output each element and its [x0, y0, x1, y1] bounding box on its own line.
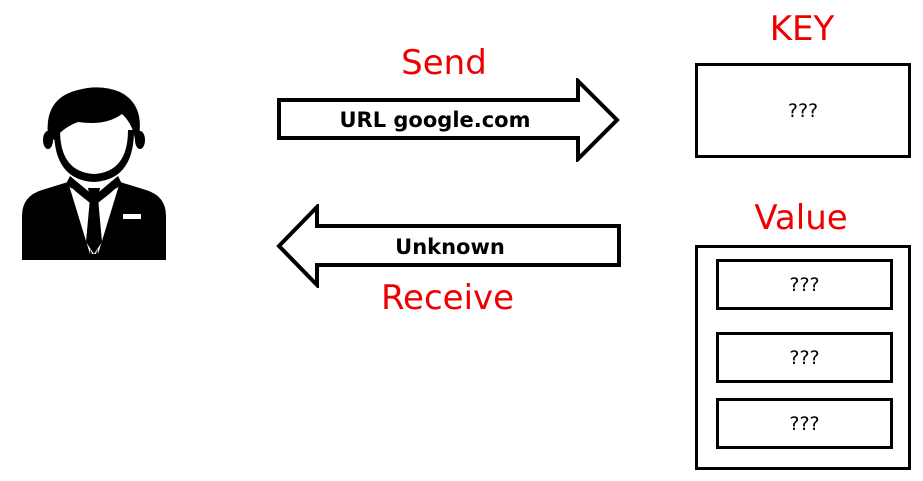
businessman-icon — [22, 87, 166, 260]
value-item-text: ??? — [789, 273, 820, 296]
value-item: ??? — [716, 332, 893, 383]
value-item-text: ??? — [789, 346, 820, 369]
receive-arrow — [276, 204, 621, 288]
key-box: ??? — [695, 63, 911, 158]
value-item: ??? — [716, 259, 893, 310]
value-item-text: ??? — [789, 412, 820, 435]
receive-label: Receive — [380, 278, 515, 318]
send-label: Send — [401, 43, 487, 83]
key-title: KEY — [769, 9, 835, 49]
send-message: URL google.com — [339, 108, 531, 132]
key-content: ??? — [787, 99, 819, 122]
value-title: Value — [754, 198, 848, 238]
value-item: ??? — [716, 398, 893, 449]
receive-message: Unknown — [395, 235, 505, 259]
send-arrow — [277, 78, 620, 162]
